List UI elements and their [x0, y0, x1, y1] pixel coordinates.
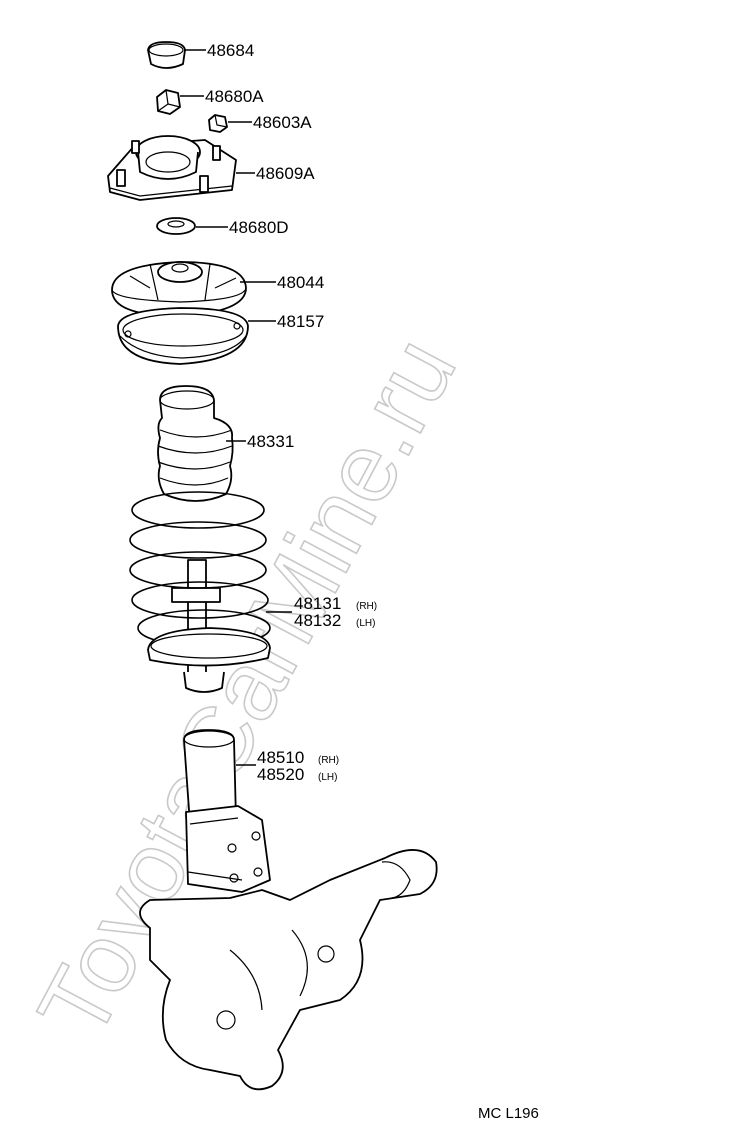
- label-48132-side: (LH): [356, 618, 375, 629]
- part-48510-shock-absorber[interactable]: [183, 729, 271, 893]
- label-48603a: 48603A: [253, 113, 312, 132]
- part-48684-cap[interactable]: [147, 41, 186, 69]
- part-48157-insulator[interactable]: [117, 307, 249, 365]
- part-48609a-support[interactable]: [107, 135, 237, 201]
- part-48131-coil-spring[interactable]: [129, 491, 271, 693]
- diagram-code: MC L196: [478, 1105, 539, 1122]
- label-48684: 48684: [207, 41, 254, 60]
- steering-knuckle: [139, 849, 438, 1091]
- label-48510: 48510: [257, 748, 304, 767]
- label-48510-side: (RH): [318, 755, 339, 766]
- part-48331-bumper[interactable]: [157, 385, 234, 502]
- label-48331: 48331: [247, 432, 294, 451]
- label-48520: 48520: [257, 765, 304, 784]
- label-48157: 48157: [277, 312, 324, 331]
- part-48680a-nut[interactable]: [156, 89, 181, 115]
- label-48132: 48132: [294, 611, 341, 630]
- part-labels: 48684 48680A 48603A 48609A 48680D 48044 …: [205, 41, 539, 1122]
- part-48603a-nut[interactable]: [208, 114, 228, 133]
- label-48044: 48044: [277, 273, 324, 292]
- label-48609a: 48609A: [256, 164, 315, 183]
- label-48520-side: (LH): [318, 772, 337, 783]
- label-48131: 48131: [294, 594, 341, 613]
- label-48680a: 48680A: [205, 87, 264, 106]
- part-48680d-washer[interactable]: [156, 217, 196, 235]
- label-48680d: 48680D: [229, 218, 289, 237]
- leader-lines: [180, 49, 292, 766]
- part-48044-spring-seat[interactable]: [111, 261, 247, 317]
- label-48131-side: (RH): [356, 601, 377, 612]
